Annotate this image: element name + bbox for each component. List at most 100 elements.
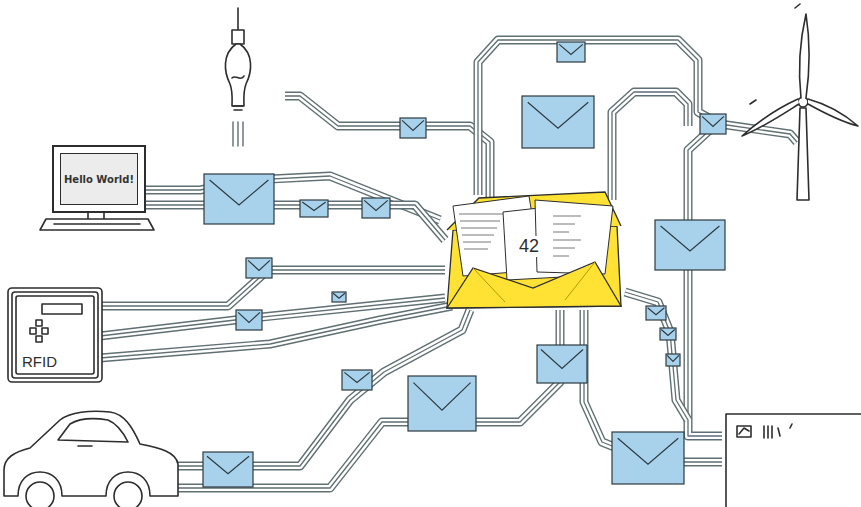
wire-inner [176, 310, 560, 488]
message-envelope [204, 174, 274, 224]
message-envelope [522, 96, 594, 148]
envelope-body [204, 174, 274, 224]
envelope-body [646, 306, 666, 320]
envelope-body [557, 42, 585, 62]
envelope-body [655, 220, 725, 270]
wire-gap [688, 128, 722, 436]
wire-gap [140, 176, 440, 220]
message-envelope [342, 370, 372, 390]
message-envelope [408, 376, 476, 431]
computer-base [40, 213, 154, 230]
message-envelope [537, 345, 587, 383]
wire-outer [140, 176, 440, 220]
envelope-body [537, 345, 587, 383]
envelope-flap [667, 355, 679, 361]
envelope-body [362, 198, 390, 218]
wire-outer [625, 292, 688, 420]
scribble [460, 221, 500, 222]
message-envelope [700, 114, 726, 134]
envelope-body [612, 432, 684, 484]
envelope-body [332, 292, 346, 302]
letter-paper [535, 200, 613, 274]
message-envelope [362, 198, 390, 218]
wire [612, 92, 688, 200]
scribble [553, 256, 569, 257]
scribble [553, 224, 575, 225]
wire-inner [612, 92, 688, 200]
wire [176, 310, 560, 488]
message-envelope [300, 200, 328, 217]
envelope-flap [333, 293, 345, 298]
envelope-flap [207, 456, 249, 474]
rfid-box: RFID [12, 292, 98, 378]
connector-wire [146, 205, 445, 240]
wire-gap [100, 306, 452, 358]
wire-inner [688, 128, 722, 436]
wire-gap [176, 310, 560, 488]
device-label: RFID [22, 353, 57, 370]
wire [478, 40, 797, 195]
wire-inner [285, 96, 490, 200]
wire-outer [100, 306, 452, 358]
message-envelopes [203, 42, 726, 487]
envelope-body [246, 258, 272, 278]
scribble [553, 216, 581, 217]
envelope-body [408, 376, 476, 431]
envelope-flap [210, 180, 269, 205]
scribble [553, 232, 569, 233]
envelope-body [236, 310, 262, 330]
yellow-envelope: 42 [445, 190, 625, 310]
envelope-flap [618, 438, 678, 464]
message-envelope [400, 118, 426, 138]
wire [140, 176, 440, 220]
callout-number: 42 [517, 236, 541, 257]
envelope-flap [402, 120, 424, 130]
wire-outer [146, 205, 445, 240]
car [4, 411, 178, 507]
envelope-flap [344, 372, 369, 382]
wire-outer [176, 310, 560, 488]
wires [100, 40, 797, 488]
envelope-flap [248, 260, 270, 270]
scribble [553, 248, 575, 249]
wire-inner [146, 205, 445, 240]
envelope-body [300, 200, 328, 217]
screen-text: Hello World! [64, 174, 134, 185]
message-envelope [236, 310, 262, 330]
envelope-flap [541, 350, 583, 369]
message-envelope [246, 258, 272, 278]
envelope-flap [364, 200, 388, 210]
scribble [462, 235, 494, 236]
envelope-body [522, 96, 594, 148]
screen-area: Hello World! [60, 153, 138, 205]
envelope-flap [648, 308, 665, 315]
envelope-flap [661, 226, 720, 251]
message-envelope [332, 292, 346, 302]
scribble [463, 242, 491, 243]
envelope-body [666, 354, 680, 366]
message-envelope [646, 306, 666, 320]
control-panel [726, 414, 861, 507]
envelope-body [660, 328, 676, 340]
envelope-body [203, 452, 253, 487]
envelope-body [700, 114, 726, 134]
message-envelope [612, 432, 684, 484]
envelope-body [400, 118, 426, 138]
wire-gap [285, 96, 490, 200]
envelope-fold [473, 262, 595, 302]
envelope-flap [661, 329, 674, 335]
wire [285, 96, 490, 200]
scribble [464, 249, 488, 250]
envelope-flap [559, 44, 583, 54]
envelope-flap [702, 116, 724, 126]
letter-scribbles [459, 214, 581, 256]
envelope-flap [238, 312, 260, 322]
wire-gap [612, 92, 688, 200]
envelope-flap [302, 202, 326, 211]
wire-gap [146, 205, 445, 240]
envelope-flap [528, 102, 588, 128]
message-envelope [557, 42, 585, 62]
scribble [461, 228, 497, 229]
scribble [459, 214, 503, 215]
